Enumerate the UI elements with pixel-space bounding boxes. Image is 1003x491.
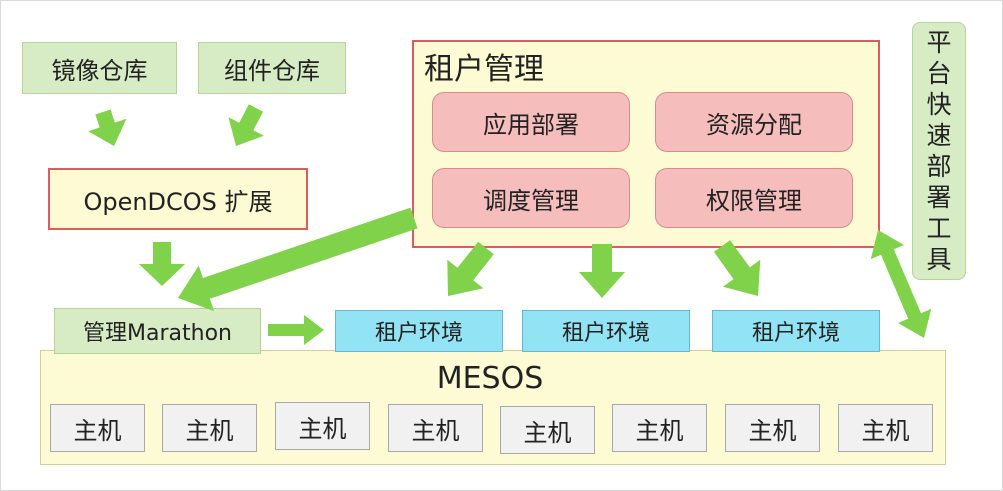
arrow-opendcos-to-marathon	[139, 242, 185, 286]
host-box: 主机	[500, 406, 595, 454]
tenant-management-title: 租户管理	[424, 52, 544, 87]
mesos-title: MESOS	[436, 360, 544, 396]
host-box: 主机	[725, 404, 820, 452]
deploy-tool-box: 平台快速部署工具	[912, 22, 966, 280]
tenant-env-box: 租户环境	[335, 310, 503, 352]
host-box: 主机	[388, 404, 483, 452]
host-box: 主机	[838, 404, 933, 452]
deploy-tool-label: 平台快速部署工具	[926, 28, 952, 274]
permission-management-box: 权限管理	[655, 168, 853, 228]
marathon-box: 管理Marathon	[54, 308, 261, 354]
host-box: 主机	[50, 404, 145, 452]
arrow-tenant-mgmt-to-env-3	[713, 240, 761, 296]
arrow-tenant-mgmt-to-env-2	[579, 244, 625, 298]
scheduling-management-box: 调度管理	[432, 168, 630, 228]
arrow-image-repo-to-opendcos	[88, 109, 127, 146]
component-repo-box: 组件仓库	[198, 42, 346, 94]
host-box: 主机	[612, 404, 707, 452]
arrow-tenant-mgmt-to-env-1	[447, 241, 494, 296]
tenant-env-box: 租户环境	[522, 310, 690, 352]
arrow-deploy-tool-to-mesos	[870, 230, 932, 338]
arrow-tenant-mgmt-to-marathon	[178, 207, 418, 312]
image-repo-box: 镜像仓库	[22, 42, 177, 94]
tenant-env-box: 租户环境	[712, 310, 880, 352]
resource-allocation-box: 资源分配	[655, 92, 853, 152]
arrow-marathon-to-tenant-env	[268, 315, 324, 345]
arrow-component-repo-to-opendcos	[228, 104, 264, 146]
host-box: 主机	[162, 404, 257, 452]
app-deploy-box: 应用部署	[432, 92, 630, 152]
host-box: 主机	[275, 402, 370, 450]
opendcos-extension-box: OpenDCOS 扩展	[48, 168, 308, 230]
